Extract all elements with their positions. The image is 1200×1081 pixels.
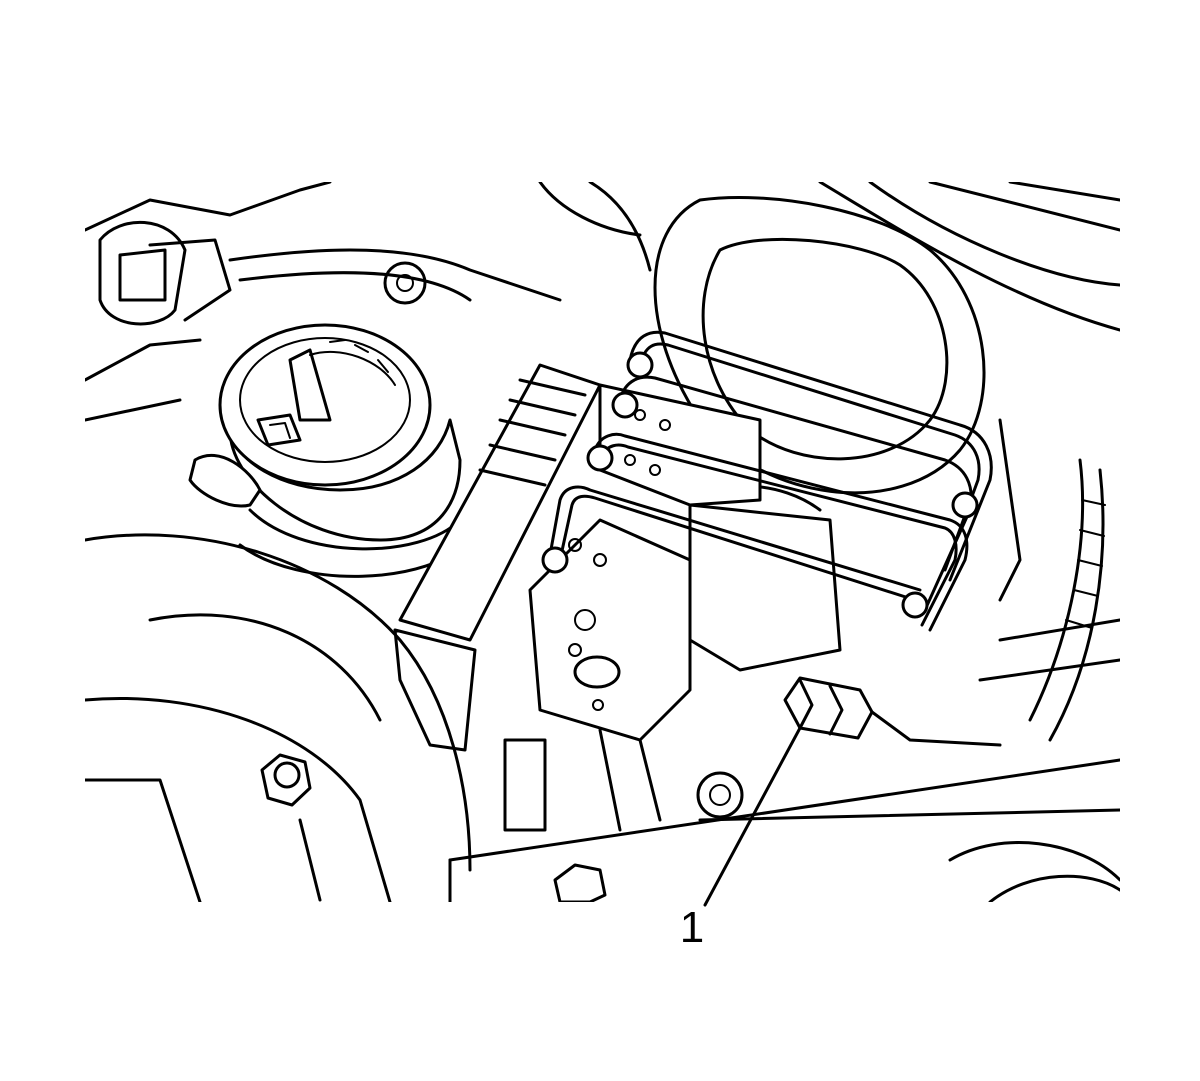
brake-lines [541,330,1022,632]
callout-leader-line [703,726,802,907]
washer-reservoir-cap [188,323,472,578]
abs-modulator [393,363,842,752]
lower-bracket [85,533,1120,902]
body-panel [538,182,1120,495]
upper-bracket [85,182,562,422]
callout-number-1: 1 [679,903,705,952]
wiring-harness [948,458,1120,902]
brake-pressure-sensor [783,676,1002,747]
